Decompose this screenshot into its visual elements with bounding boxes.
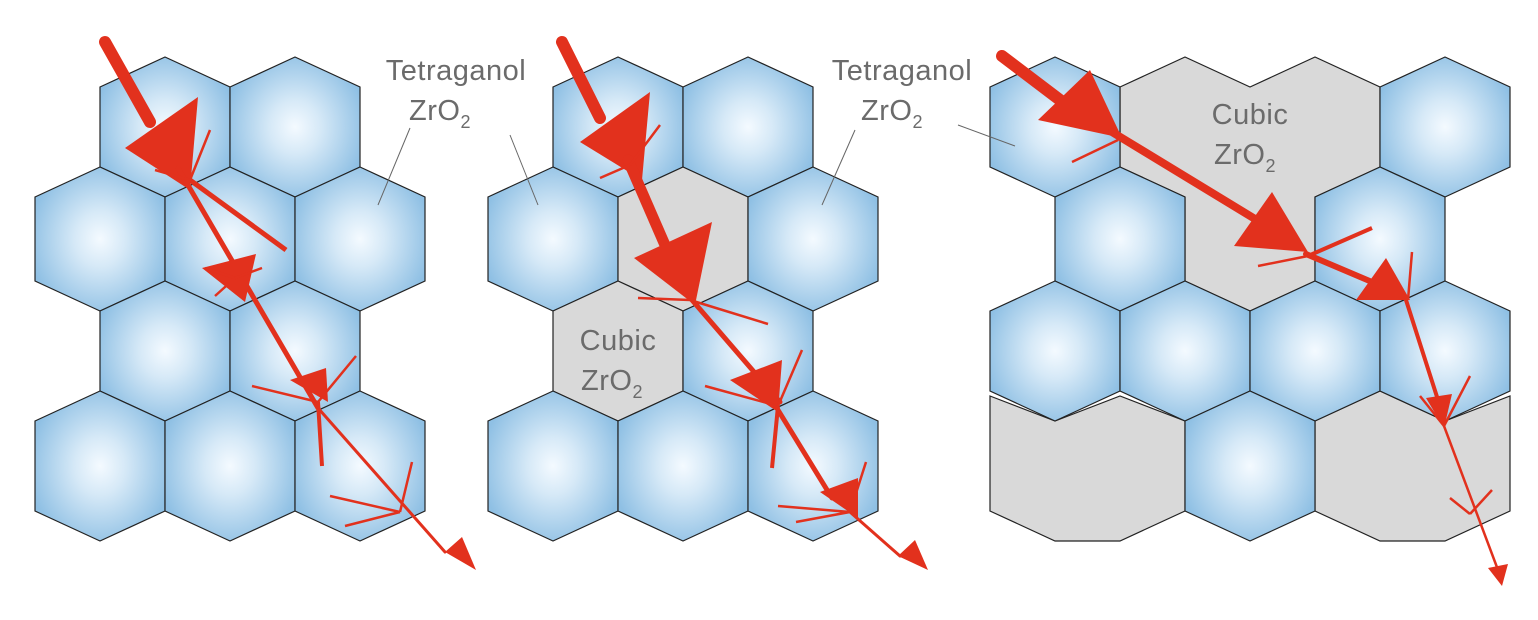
formula-zro2: ZrO2 bbox=[1214, 139, 1276, 176]
branch-arrow bbox=[629, 124, 661, 166]
crack-segment bbox=[622, 154, 674, 258]
crack-arrowhead bbox=[634, 222, 712, 305]
branch-arrows bbox=[154, 129, 414, 528]
crack-segment bbox=[1442, 424, 1500, 572]
branch-arrow bbox=[1071, 138, 1119, 164]
panel-2: Tetraganol ZrO2 Cubic ZrO2 bbox=[487, 36, 972, 570]
branch-arrow bbox=[188, 129, 212, 181]
branch-arrow bbox=[154, 168, 191, 182]
branch-arrow bbox=[329, 494, 401, 514]
leader-line bbox=[377, 127, 411, 206]
branch-arrow bbox=[777, 504, 851, 514]
panel-1-grains bbox=[34, 56, 426, 542]
branch-arrow bbox=[848, 461, 868, 513]
branch-arrow bbox=[689, 298, 769, 326]
branch-arrow bbox=[795, 510, 851, 524]
branch-arrow bbox=[214, 277, 236, 297]
crack-segment bbox=[1404, 298, 1440, 402]
crack-arrowhead bbox=[202, 254, 256, 302]
leader-line bbox=[957, 124, 1016, 147]
branch-arrow bbox=[1419, 395, 1445, 427]
branch-arrow bbox=[344, 510, 401, 528]
tetragonal-label: Tetraganol bbox=[386, 55, 526, 87]
crack-arrowhead bbox=[290, 368, 328, 402]
cubic-label: Cubic bbox=[1212, 99, 1289, 131]
branch-arrow bbox=[316, 401, 324, 467]
tetragonal-grain bbox=[34, 390, 166, 542]
crack-arrow bbox=[556, 36, 606, 124]
tetragonal-grain bbox=[989, 280, 1121, 422]
branch-arrow bbox=[1307, 226, 1373, 258]
leader-line bbox=[509, 134, 539, 206]
branch-arrow bbox=[398, 461, 414, 513]
panel-3: Cubic ZrO2 bbox=[957, 50, 1511, 586]
panel-3-grains bbox=[989, 56, 1511, 542]
branch-arrow bbox=[1469, 489, 1493, 515]
branch-arrow bbox=[234, 266, 263, 280]
crack-arrowhead bbox=[1426, 394, 1452, 428]
branch-arrow bbox=[704, 384, 779, 408]
branch-arrow bbox=[770, 405, 780, 469]
crack-arrowhead bbox=[445, 537, 476, 570]
branch-arrow bbox=[1406, 251, 1414, 301]
branch-arrows bbox=[1071, 138, 1493, 515]
crack-segment bbox=[848, 510, 902, 558]
crack-arrowhead bbox=[820, 478, 858, 518]
tetragonal-label: Tetraganol bbox=[832, 55, 972, 87]
crack-segment bbox=[1303, 251, 1375, 285]
crack-arrow bbox=[99, 36, 156, 128]
cubic-grain bbox=[989, 395, 1186, 542]
crack-arrow bbox=[996, 50, 1066, 106]
panel-1: Tetraganol ZrO2 bbox=[34, 36, 526, 570]
tetragonal-grain bbox=[1184, 390, 1316, 542]
cubic-label: Cubic bbox=[580, 325, 657, 357]
crack-arrowhead bbox=[730, 360, 782, 412]
crack-path bbox=[556, 36, 928, 570]
leader-line bbox=[821, 129, 856, 206]
branch-arrow bbox=[637, 296, 691, 302]
branch-arrow bbox=[599, 163, 631, 180]
cubic-grain bbox=[1314, 390, 1511, 542]
branch-arrow bbox=[776, 349, 804, 407]
branch-arrow bbox=[1449, 497, 1471, 515]
branch-arrows bbox=[599, 124, 868, 524]
crack-arrowhead bbox=[1234, 192, 1308, 252]
crack-segment bbox=[316, 406, 447, 554]
formula-zro2: ZrO2 bbox=[409, 95, 471, 132]
branch-arrow bbox=[317, 355, 357, 403]
crack-path bbox=[99, 36, 476, 570]
crack-segment bbox=[775, 407, 835, 501]
tetragonal-grain bbox=[487, 390, 619, 542]
crack-path bbox=[996, 50, 1508, 586]
branch-arrow bbox=[1257, 254, 1309, 268]
tetragonal-grain bbox=[164, 390, 296, 542]
crack-segment bbox=[1108, 128, 1264, 226]
tetragonal-grain bbox=[617, 390, 749, 542]
branch-arrow bbox=[204, 266, 236, 280]
branch-arrow bbox=[188, 177, 288, 253]
crack-arrowhead bbox=[1356, 258, 1410, 300]
branch-arrow bbox=[1442, 375, 1472, 427]
branch-arrow bbox=[251, 384, 319, 404]
crack-arrowhead bbox=[1038, 70, 1122, 138]
formula-zro2: ZrO2 bbox=[581, 365, 643, 402]
crack-arrowhead bbox=[898, 540, 928, 570]
tetragonal-grain bbox=[294, 390, 426, 542]
crack-arrowhead bbox=[1488, 564, 1508, 586]
formula-zro2: ZrO2 bbox=[861, 95, 923, 132]
